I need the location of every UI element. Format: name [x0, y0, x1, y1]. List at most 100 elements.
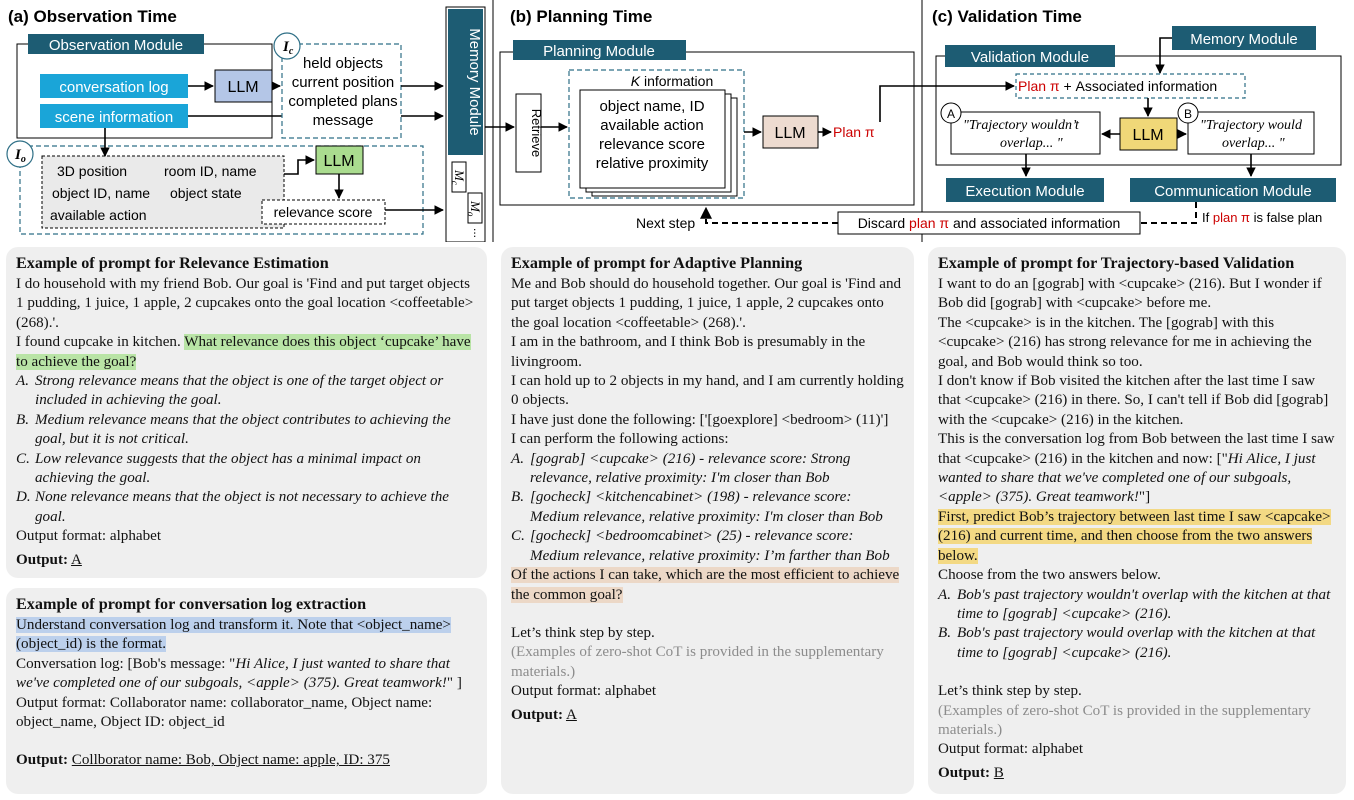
- output-label: Output:: [16, 752, 69, 769]
- log-message: Hi Alice, I just wanted to share that we…: [16, 655, 450, 692]
- option-text: [gocheck] <bedroomcabinet> (25) - releva…: [530, 528, 890, 564]
- memory-mc-slot: [451, 161, 467, 193]
- memory-module-header: [448, 9, 483, 155]
- next-step-label: Next step: [636, 215, 695, 231]
- ic-line-1: held objects: [303, 55, 383, 72]
- output-label: Output:: [511, 706, 564, 723]
- option-letter: B.: [511, 489, 524, 506]
- instruction-text: First, predict Bob’s trajectory between …: [938, 508, 1331, 564]
- observation-module-label: Observation Module: [49, 37, 183, 54]
- prompt-relevance-output: Output: A: [16, 551, 477, 570]
- prompt-relevance-line-2: I found cupcake in kitchen. What relevan…: [16, 333, 477, 372]
- planning-module-frame: [499, 51, 915, 206]
- llm-label-planning: LLM: [774, 125, 805, 142]
- execution-module-box: [946, 178, 1104, 202]
- question-text: Of the actions I can take, which are the…: [511, 567, 900, 603]
- answer-a-circle-label: A: [947, 107, 955, 121]
- section-title-b: (b) Planning Time: [510, 7, 652, 26]
- output-label: Output:: [16, 551, 69, 568]
- prompt-relevance-format: Output format: alphabet: [16, 528, 162, 545]
- llm-label-validation: LLM: [1132, 127, 1163, 144]
- memory-module-label-validation: Memory Module: [1190, 31, 1298, 48]
- plan-info-box: [1015, 73, 1246, 99]
- discard-text: Discard plan π and associated informatio…: [858, 215, 1121, 231]
- prompt-planning-cot-note: (Examples of zero-shot CoT is provided i…: [511, 644, 884, 680]
- prompt-planning-line-4: I have just done the following: ['[goexp…: [511, 411, 889, 428]
- validation-module-frame: [935, 55, 1342, 166]
- prompt-validation-format: Output format: alphabet: [938, 741, 1084, 758]
- memory-module-box-validation: [1172, 26, 1316, 50]
- arrow-io-to-llm: [284, 155, 315, 175]
- prompt-planning-step: Let’s think step by step.: [511, 624, 655, 641]
- prompt-planning-title: Example of prompt for Adaptive Planning: [511, 254, 803, 272]
- prompt-planning-question: Of the actions I can take, which are the…: [511, 566, 904, 605]
- memory-mc-label: Mc: [450, 169, 467, 185]
- prompt-validation-line-3: I don't know if Bob visited the kitchen …: [938, 373, 1329, 428]
- conversation-log-label: conversation log: [59, 79, 168, 96]
- answer-b-circle: [1177, 102, 1199, 124]
- validation-module-label: Validation Module: [971, 49, 1089, 66]
- ic-line-2: current position: [292, 74, 395, 91]
- option-text: Bob's past trajectory wouldn't overlap w…: [957, 586, 1331, 622]
- ic-line-4: message: [313, 112, 374, 129]
- prompt-validation-line-2: The <cupcake> is in the kitchen. The [go…: [938, 314, 1312, 370]
- option-letter: A.: [16, 373, 29, 390]
- k-info-line-1: object name, ID: [599, 98, 704, 115]
- prompt-planning-panel: Example of prompt for Adaptive Planning …: [501, 247, 914, 794]
- false-plan-text: If plan π is false plan: [1202, 210, 1322, 225]
- planning-module-header: [513, 40, 686, 60]
- output-value: A: [565, 706, 577, 723]
- llm-box-planning: [762, 115, 819, 149]
- io-region: [19, 145, 424, 235]
- output-value: Collborator name: Bob, Object name: appl…: [71, 752, 390, 769]
- prompt-planning-line-3: I can hold up to 2 objects in my hand, a…: [511, 373, 904, 409]
- communication-module-label: Communication Module: [1154, 183, 1312, 200]
- option-text: Strong relevance means that the object i…: [35, 373, 444, 409]
- k-info-line-2: available action: [600, 117, 703, 134]
- option-text: None relevance means that the object is …: [35, 489, 449, 525]
- prompt-planning-option-c: C. [gocheck] <bedroomcabinet> (25) - rele…: [511, 527, 904, 566]
- prompt-conversation-format: Output format: Collaborator name: collab…: [16, 694, 433, 731]
- prompt-validation-line-1: I want to do an [gograb] with <cupcake> …: [938, 276, 1322, 312]
- prompt-planning-format: Output format: alphabet: [511, 683, 657, 700]
- prompt-planning-output: Output: A: [511, 706, 904, 725]
- prompt-conversation-panel: Example of prompt for conversation log e…: [6, 588, 487, 794]
- instruction-text: Understand conversation log and transfor…: [16, 617, 451, 653]
- communication-module-box: [1130, 178, 1336, 202]
- retrieve-label: Retrieve: [529, 109, 544, 157]
- prompt-planning-line-1: Me and Bob should do household together.…: [511, 276, 902, 331]
- feedback-line-left: [700, 206, 838, 224]
- output-value: B: [993, 764, 1004, 781]
- log-prefix: Conversation log: [Bob's message: ": [16, 655, 236, 672]
- llm-label-relevance: LLM: [323, 153, 354, 170]
- answer-b-circle-label: B: [1184, 107, 1192, 121]
- io-field-room: room ID, name: [164, 163, 257, 179]
- k-info-label: K information: [631, 73, 714, 89]
- prompt-validation-line-4: This is the conversation log from Bob be…: [938, 430, 1336, 508]
- option-text: [gocheck] <kitchencabinet> (198) - relev…: [530, 489, 883, 525]
- diagram-canvas: (a) Observation Time (b) Planning Time (…: [6, 0, 1342, 242]
- prompt-relevance-title: Example of prompt for Relevance Estimati…: [16, 254, 329, 272]
- prompt-validation-title: Example of prompt for Trajectory-based V…: [938, 254, 1295, 272]
- prompt-validation-option-b: B.Bob's past trajectory would overlap wi…: [938, 624, 1336, 663]
- plan-info-text: Plan π + Associated information: [1018, 78, 1217, 94]
- option-letter: B.: [16, 411, 29, 428]
- option-letter: A.: [938, 586, 951, 603]
- retrieve-box: [515, 93, 542, 173]
- option-text: [gograb] <cupcake> (216) - relevance sco…: [530, 450, 851, 487]
- option-letter: C.: [511, 528, 525, 545]
- log-suffix: "]: [1138, 489, 1151, 506]
- prompt-planning-line-2: I am in the bathroom, and I think Bob is…: [511, 334, 866, 370]
- ic-line-3: completed plans: [288, 93, 397, 110]
- prompt-validation-choose: Choose from the two answers below.: [938, 567, 1161, 584]
- llm-box-relevance: [315, 145, 364, 175]
- option-text: Low relevance suggests that the object h…: [35, 450, 421, 487]
- scene-information-label: scene information: [55, 109, 173, 126]
- prompt-relevance-option-d: D.None relevance means that the object i…: [16, 488, 477, 527]
- option-letter: A.: [511, 450, 524, 467]
- option-text: Medium relevance means that the object c…: [35, 411, 451, 448]
- validation-module-header: [945, 45, 1115, 67]
- io-field-position: 3D position: [57, 163, 127, 179]
- prompt-conversation-output: Output: Collborator name: Bob, Object na…: [16, 751, 477, 770]
